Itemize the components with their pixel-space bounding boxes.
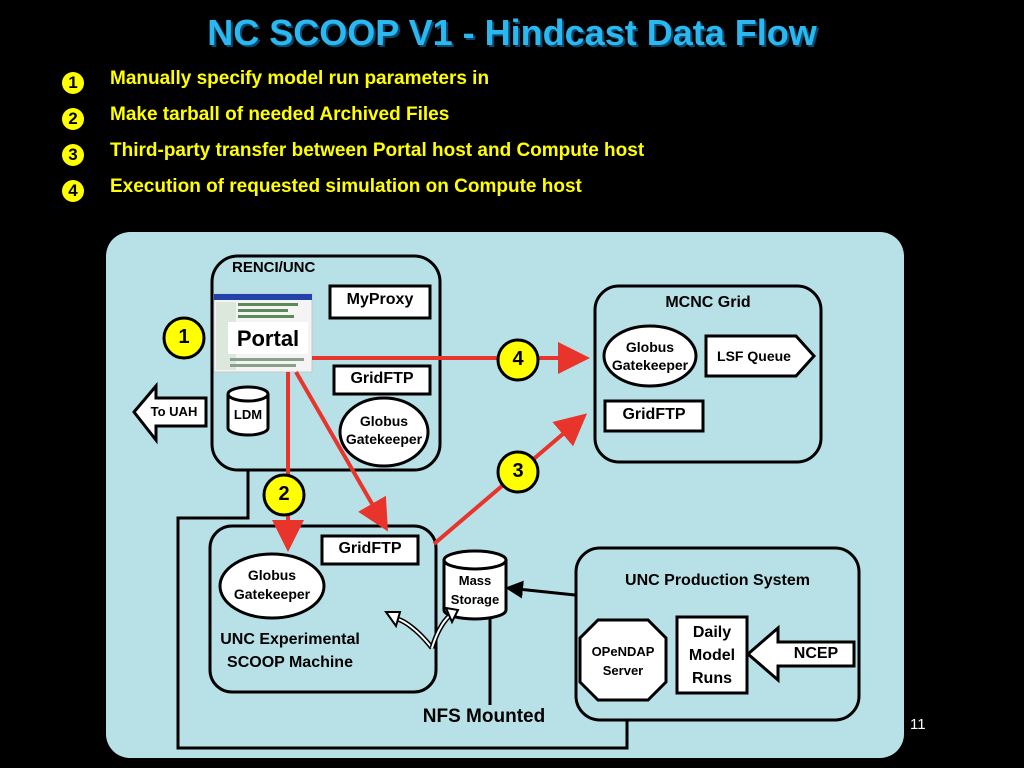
mcnc-globus-ellipse — [602, 324, 698, 388]
renci-globus-ellipse — [338, 396, 430, 468]
slide-title: NC SCOOP V1 - Hindcast Data Flow — [207, 12, 817, 53]
renci-globus-label: Globus Gatekeeper — [345, 413, 423, 447]
to-uah-label: To UAH — [150, 404, 198, 419]
portal-line — [238, 303, 298, 306]
step-badge-2 — [262, 473, 306, 517]
bullet-text: Execution of requested simulation on Com… — [110, 176, 582, 197]
bullet-number: 2 — [62, 108, 84, 130]
myproxy-label: MyProxy — [346, 291, 414, 308]
ncep-label: NCEP — [793, 645, 839, 662]
bullet-number: 3 — [62, 144, 84, 166]
mass-storage-top — [442, 549, 508, 571]
opendap-octagon — [578, 618, 668, 702]
lsf-queue-label: LSF Queue — [717, 348, 791, 364]
ncep-arrow — [745, 624, 856, 684]
step-badge-1 — [162, 316, 206, 360]
myproxy-box — [328, 284, 432, 320]
step-number-4: 4 — [512, 348, 524, 370]
experimental-gridftp-box — [320, 534, 420, 566]
mcnc-globus-label: Globus Gatekeeper — [611, 339, 689, 373]
step-number-1: 1 — [178, 326, 190, 348]
mcnc-label: MCNC Grid — [665, 294, 751, 311]
experimental-label: UNC Experimental SCOOP Machine — [220, 631, 360, 671]
bullet-text: Manually specify model run parameters in — [110, 68, 490, 89]
portal-line — [238, 315, 294, 318]
portal-line — [230, 364, 296, 367]
mass-storage-label: Mass Storage — [450, 573, 500, 607]
nfs-arrowhead — [384, 611, 402, 629]
step-number-3: 3 — [512, 460, 524, 482]
experimental-gridftp-label: GridFTP — [338, 540, 402, 557]
mcnc-gridftp-box — [603, 399, 705, 433]
portal-label: Portal — [236, 326, 300, 351]
daily-runs-box — [675, 615, 749, 695]
ldm-feed-line — [176, 433, 629, 750]
mcnc-gridftp-label: GridFTP — [622, 406, 686, 423]
ldm-cylinder-top — [226, 385, 270, 403]
production-label: UNC Production System — [625, 572, 810, 589]
to-uah-arrow — [132, 381, 208, 445]
bullet-text: Third-party transfer between Portal host… — [110, 140, 645, 161]
ldm-label: LDM — [233, 407, 263, 422]
portal-line — [230, 358, 304, 361]
renci-gridftp-label: GridFTP — [350, 370, 414, 387]
portal-label-bg — [228, 322, 308, 354]
nfs-mounted-label: NFS Mounted — [422, 706, 546, 727]
page-number: 11 — [910, 716, 926, 733]
experimental-globus-ellipse — [218, 552, 326, 620]
bullet-text: Make tarball of needed Archived Files — [110, 104, 450, 125]
bullet-number: 4 — [62, 180, 84, 202]
ldm-cylinder — [226, 394, 270, 437]
opendap-label: OPeNDAP Server — [591, 644, 655, 678]
step-badge-3 — [496, 450, 540, 494]
bullet-number: 1 — [62, 72, 84, 94]
mass-storage-cylinder — [442, 560, 508, 621]
production-to-storage-line — [505, 580, 576, 599]
daily-runs-label: Daily Model Runs — [688, 624, 736, 687]
step-badge-4 — [496, 338, 540, 382]
flow-arrow-3-portal — [294, 371, 388, 532]
renci-gridftp-box — [332, 364, 432, 396]
experimental-globus-label: Globus Gatekeeper — [233, 567, 311, 602]
renci-label: RENCI/UNC — [232, 259, 316, 276]
nfs-arrowhead — [444, 606, 460, 625]
portal-titlebar — [214, 294, 312, 300]
portal-line — [238, 309, 288, 312]
step-number-2: 2 — [278, 483, 290, 505]
lsf-queue-shape — [704, 334, 817, 378]
